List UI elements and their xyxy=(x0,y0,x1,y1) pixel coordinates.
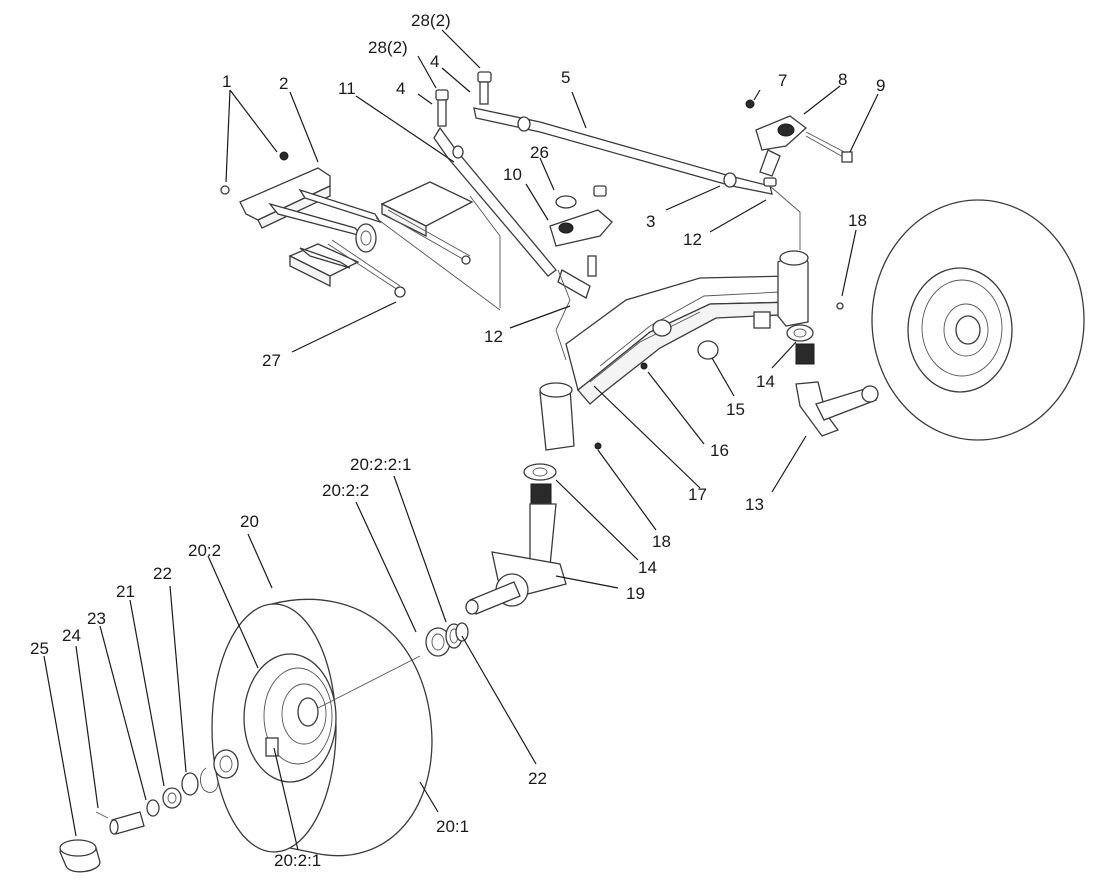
right-wheel xyxy=(871,199,1085,441)
left-wheel-hardware xyxy=(59,622,469,873)
left-spindle xyxy=(465,463,567,615)
front-axle-beam xyxy=(539,250,844,451)
callout-23: 23 xyxy=(87,609,106,628)
callout-15: 15 xyxy=(726,400,745,419)
callout-4-right: 4 xyxy=(430,52,439,71)
callout-12-upper: 12 xyxy=(683,230,702,249)
callout-25: 25 xyxy=(30,639,49,658)
callout-10: 10 xyxy=(503,165,522,184)
callout-12-lower: 12 xyxy=(484,327,503,346)
callout-4-left: 4 xyxy=(396,79,405,98)
callout-26: 26 xyxy=(530,143,549,162)
callout-20: 20 xyxy=(240,512,259,531)
callout-18-lower: 18 xyxy=(652,532,671,551)
callout-20-2: 20:2 xyxy=(188,541,221,560)
callout-24: 24 xyxy=(62,626,81,645)
callout-21: 21 xyxy=(116,582,135,601)
callout-28-right: 28(2) xyxy=(411,11,451,30)
callout-20-1: 20:1 xyxy=(436,817,469,836)
callout-16: 16 xyxy=(710,441,729,460)
pivot-bracket-assembly xyxy=(220,151,501,311)
callout-13: 13 xyxy=(745,495,764,514)
callout-5: 5 xyxy=(561,68,570,87)
callout-3: 3 xyxy=(646,212,655,231)
callout-17: 17 xyxy=(688,485,707,504)
callout-7: 7 xyxy=(778,71,787,90)
callout-9: 9 xyxy=(876,76,885,95)
callout-20-2-2: 20:2:2 xyxy=(322,481,369,500)
callout-28-left: 28(2) xyxy=(368,38,408,57)
left-wheel xyxy=(211,598,433,857)
callout-1: 1 xyxy=(222,72,231,91)
callout-2: 2 xyxy=(279,74,288,93)
callout-19: 19 xyxy=(626,584,645,603)
leader-lines xyxy=(43,29,879,851)
callout-22-left: 22 xyxy=(153,564,172,583)
callout-11: 11 xyxy=(338,79,356,98)
callout-labels: 1 2 3 4 4 5 7 8 9 10 11 12 12 13 14 14 1… xyxy=(30,11,885,870)
callout-27: 27 xyxy=(262,351,281,370)
callout-8: 8 xyxy=(838,70,847,89)
callout-22-right: 22 xyxy=(528,769,547,788)
steering-linkage xyxy=(433,71,853,361)
callout-20-2-2-1: 20:2:2:1 xyxy=(350,455,411,474)
callout-14-left: 14 xyxy=(638,558,657,577)
callout-18-upper: 18 xyxy=(848,211,867,230)
callout-20-2-1: 20:2:1 xyxy=(274,851,321,870)
right-spindle xyxy=(786,324,879,437)
callout-14-right: 14 xyxy=(756,372,775,391)
